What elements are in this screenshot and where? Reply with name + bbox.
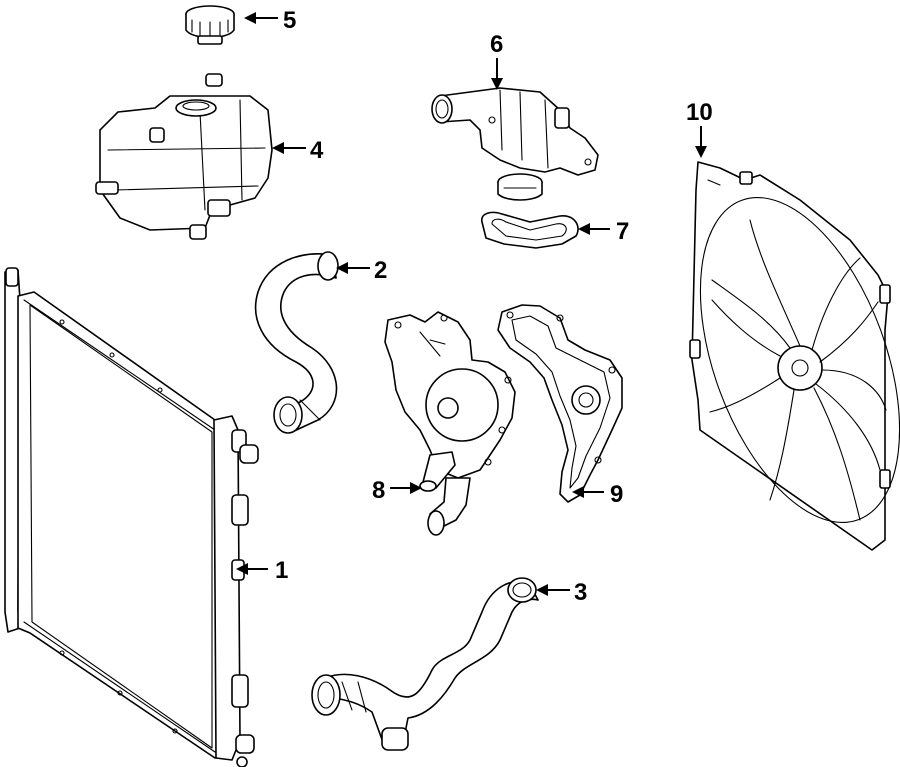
callout-label-6: 6 — [490, 31, 503, 58]
callout-3: 3 — [536, 579, 587, 606]
upper-radiator-hose[interactable] — [254, 251, 339, 434]
callout-9: 9 — [572, 481, 623, 508]
callout-label-3: 3 — [574, 579, 587, 606]
coolant-reservoir[interactable] — [95, 73, 273, 240]
cooling-fan-assembly[interactable] — [661, 161, 900, 551]
lower-radiator-hose[interactable] — [311, 577, 539, 751]
callout-5: 5 — [244, 7, 296, 34]
thermostat-gasket[interactable] — [480, 211, 579, 249]
callout-6: 6 — [490, 31, 503, 90]
reservoir-cap[interactable] — [185, 5, 235, 45]
callout-label-5: 5 — [283, 7, 296, 34]
callout-4: 4 — [272, 137, 324, 164]
callout-label-10: 10 — [686, 99, 713, 126]
callout-label-7: 7 — [616, 218, 629, 245]
water-pump-gasket[interactable] — [497, 304, 623, 503]
callout-label-9: 9 — [610, 481, 623, 508]
callout-label-8: 8 — [372, 477, 385, 504]
callout-7: 7 — [578, 218, 629, 245]
callout-8: 8 — [372, 477, 422, 504]
callout-10: 10 — [686, 99, 713, 158]
water-pump[interactable] — [384, 311, 516, 536]
callout-2: 2 — [336, 257, 387, 284]
callout-label-1: 1 — [275, 557, 288, 584]
thermostat-housing[interactable] — [431, 87, 599, 201]
callout-label-2: 2 — [374, 257, 387, 284]
callout-1: 1 — [236, 557, 288, 584]
radiator[interactable] — [4, 267, 259, 767]
callout-label-4: 4 — [310, 137, 324, 164]
